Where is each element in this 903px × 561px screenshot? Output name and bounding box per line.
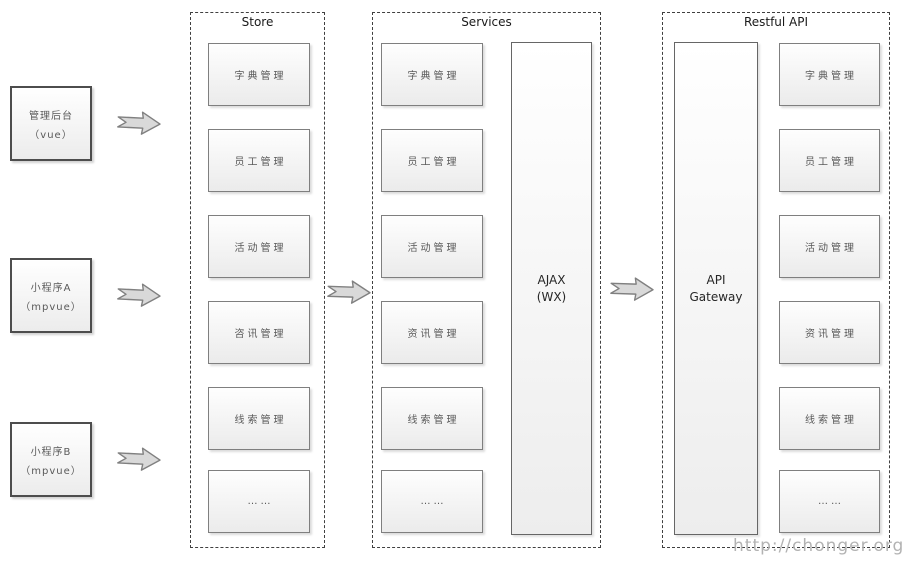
services-module-leads: 线索管理 [381, 387, 483, 450]
store-module-employee: 员工管理 [208, 129, 310, 192]
client-box-admin: 管理后台 （vue） [10, 86, 92, 161]
services-module-more: …… [381, 470, 483, 533]
right-arrow-icon [115, 280, 162, 310]
module-label: 员工管理 [805, 157, 857, 168]
services-module-activity: 活动管理 [381, 215, 483, 278]
module-label: 字典管理 [805, 71, 857, 82]
module-label: 活动管理 [407, 243, 460, 254]
store-module-more: …… [208, 470, 310, 533]
module-label: 线索管理 [407, 415, 460, 426]
module-label: 字典管理 [234, 71, 287, 82]
module-label: 线索管理 [805, 415, 857, 426]
client-tech: （mpvue） [20, 301, 82, 313]
restful-module-leads: 线索管理 [779, 387, 880, 450]
module-label: 员工管理 [234, 157, 287, 168]
services-module-employee: 员工管理 [381, 129, 483, 192]
module-label: 活动管理 [805, 243, 857, 254]
store-module-information: 咨讯管理 [208, 301, 310, 364]
services-group-title: Services [461, 15, 512, 29]
client-box-miniprogram-a: 小程序A （mpvue） [10, 258, 92, 333]
module-label: 资讯管理 [805, 329, 857, 340]
watermark: http://chonger.org [733, 536, 903, 556]
module-label: 字典管理 [407, 71, 460, 82]
module-label: 线索管理 [234, 415, 287, 426]
right-arrow-icon [115, 108, 162, 138]
client-tech: （vue） [29, 129, 73, 141]
module-label: …… [818, 496, 844, 507]
gateway-label: API [706, 273, 726, 287]
right-arrow-icon [326, 277, 373, 307]
store-module-leads: 线索管理 [208, 387, 310, 450]
store-group: Store [190, 12, 325, 548]
restful-module-employee: 员工管理 [779, 129, 880, 192]
restful-module-dictionary: 字典管理 [779, 43, 880, 106]
restful-module-activity: 活动管理 [779, 215, 880, 278]
module-label: 资讯管理 [407, 329, 460, 340]
gateway-sub-label: Gateway [689, 290, 743, 304]
restful-api-group-title: Restful API [743, 15, 809, 29]
client-name: 管理后台 [29, 110, 73, 122]
restful-module-information: 资讯管理 [779, 301, 880, 364]
right-arrow-icon [609, 274, 656, 304]
services-group: Services [372, 12, 601, 548]
module-label: 员工管理 [407, 157, 460, 168]
ajax-label: AJAX [537, 273, 566, 287]
ajax-wx-box: AJAX (WX) [511, 42, 592, 535]
api-gateway-box: API Gateway [674, 42, 758, 535]
module-label: 活动管理 [234, 243, 287, 254]
ajax-sub-label: (WX) [536, 290, 567, 304]
services-module-information: 资讯管理 [381, 301, 483, 364]
store-module-dictionary: 字典管理 [208, 43, 310, 106]
restful-module-more: …… [779, 470, 880, 533]
module-label: …… [247, 496, 274, 507]
restful-api-group: Restful API [662, 12, 890, 548]
client-box-miniprogram-b: 小程序B （mpvue） [10, 422, 92, 497]
store-group-title: Store [241, 15, 274, 29]
module-label: …… [420, 496, 447, 507]
module-label: 咨讯管理 [234, 329, 287, 340]
client-name: 小程序A [30, 282, 72, 294]
client-name: 小程序B [30, 446, 72, 458]
services-module-dictionary: 字典管理 [381, 43, 483, 106]
right-arrow-icon [115, 444, 162, 474]
store-module-activity: 活动管理 [208, 215, 310, 278]
client-tech: （mpvue） [20, 465, 82, 477]
